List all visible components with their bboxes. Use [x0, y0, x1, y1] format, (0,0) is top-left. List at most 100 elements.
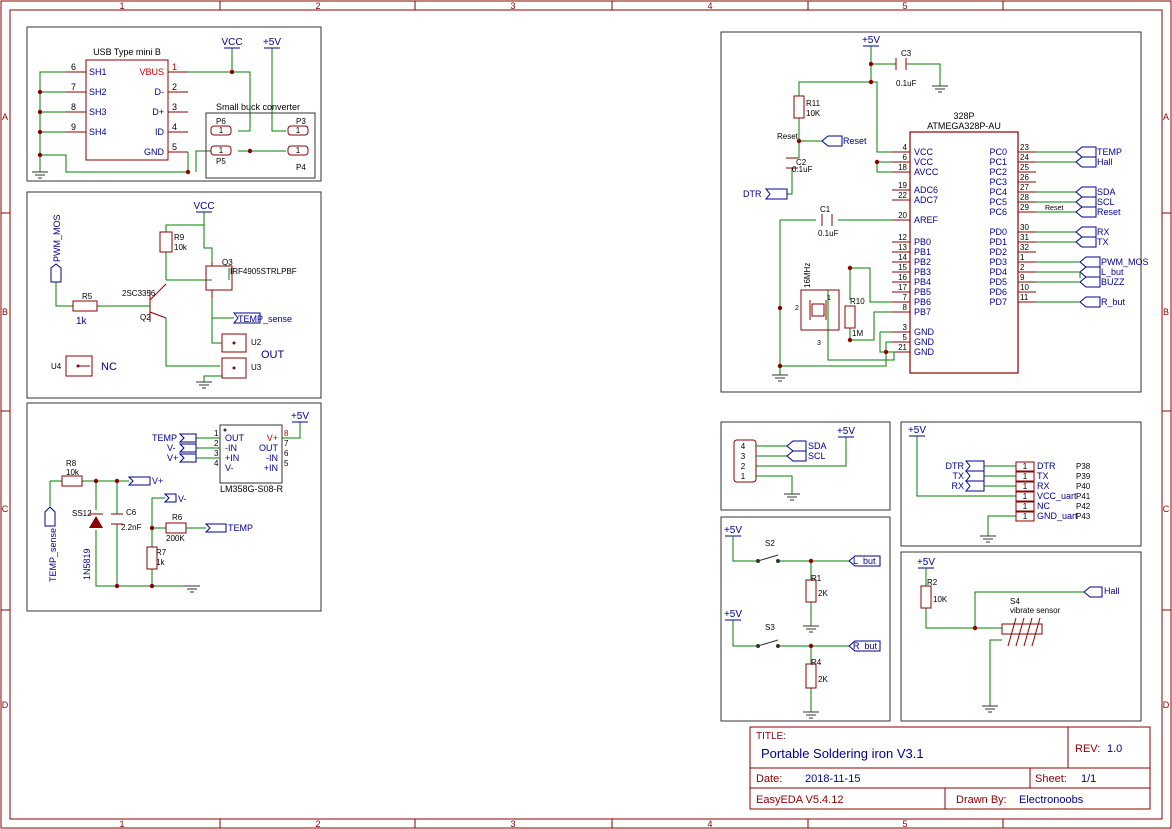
temp-out-flag: TEMP — [204, 523, 253, 533]
amp-pin-name: -IN — [266, 453, 278, 463]
r10-label: R10 — [850, 297, 865, 306]
net-flag — [1075, 206, 1097, 218]
c3-value: 0.1uF — [896, 79, 917, 88]
vcc-label: VCC — [193, 201, 214, 212]
mcu-part: ATMEGA328P-AU — [927, 121, 1001, 131]
drawn-value: Electronoobs — [1019, 794, 1084, 806]
mcu-pin-name: AREF — [914, 215, 939, 225]
power-5v-symbol: +5V — [724, 609, 742, 621]
vcc-symbol: VCC — [221, 37, 243, 49]
mcu-pin-name: PD7 — [989, 297, 1007, 307]
uart-flag — [964, 480, 985, 492]
q3-mosfet — [205, 262, 233, 298]
usb-pin-num: 7 — [71, 82, 76, 92]
i2c-pin: 3 — [741, 452, 746, 461]
col-label: 4 — [707, 819, 712, 829]
amp-pin-num: 5 — [284, 459, 289, 468]
net-flag-label: SDA — [1097, 187, 1116, 197]
power-5v-symbol: +5V — [917, 557, 935, 569]
mcu-pin-name: PB2 — [914, 257, 931, 267]
mcu-pin-name: PD3 — [989, 257, 1007, 267]
u3-connector — [221, 357, 247, 379]
usb-pin-name: SH4 — [89, 127, 107, 137]
net-flag — [1079, 276, 1101, 288]
reset-flag: Reset — [821, 135, 867, 147]
i2c-flags — [786, 440, 807, 462]
uart-pin-name: VCC_uart — [1037, 491, 1077, 501]
net-flag-label: TX — [1097, 237, 1109, 247]
row-label: B — [2, 307, 8, 317]
net-flag — [1075, 226, 1097, 238]
uart-part-label: P38 — [1076, 462, 1091, 471]
uart-flag — [964, 470, 985, 482]
rev-value: 1.0 — [1107, 743, 1122, 755]
temp-out-label: TEMP — [228, 523, 253, 533]
r5-label: R5 — [82, 292, 93, 301]
q2-label: Q2 — [140, 313, 151, 322]
out-label: OUT — [261, 349, 285, 361]
row-label: B — [1163, 307, 1169, 317]
hall-label: Hall — [1104, 586, 1120, 596]
uart-part-label: P43 — [1076, 512, 1091, 521]
mcu-pin-name: PC2 — [989, 167, 1007, 177]
sda-label: SDA — [808, 441, 827, 451]
r9-value: 10k — [174, 243, 188, 252]
mcu-pin-num: 5 — [903, 333, 908, 342]
reset-wire-label: Reset — [777, 132, 799, 141]
p6-label: P6 — [216, 117, 226, 126]
drawn-label: Drawn By: — [956, 794, 1007, 806]
vminus-net-label: V- — [178, 494, 187, 504]
amp-pin-name: OUT — [225, 433, 245, 443]
amp-pin-num: 1 — [214, 429, 219, 438]
mcu-pin-name: PC1 — [989, 157, 1007, 167]
mcu-pin-num: 9 — [1020, 273, 1025, 282]
crystal-pin: 3 — [817, 340, 821, 347]
mcu-pin-num: 18 — [898, 163, 907, 172]
net-flag-label: RX — [1097, 227, 1110, 237]
mcu-pin-name: PC6 — [989, 207, 1007, 217]
usb-pin-num: 4 — [172, 122, 177, 132]
ground-icon — [196, 381, 212, 389]
diode-value: 1N5819 — [82, 548, 92, 580]
r1-resistor — [805, 579, 817, 603]
mcu-pin-name: PB5 — [914, 287, 931, 297]
r9-resistor — [159, 231, 173, 253]
s2-label: S2 — [765, 539, 775, 548]
uart-flag — [964, 460, 985, 472]
net-flag-label: R_but — [1101, 297, 1126, 307]
col-label: 3 — [510, 819, 515, 829]
row-label: D — [2, 700, 9, 710]
q2-value: 2SC3356 — [122, 289, 156, 298]
r5-resistor — [72, 300, 98, 312]
p3-label: P3 — [296, 117, 306, 126]
u4-connector — [65, 355, 93, 377]
row-label: D — [1163, 700, 1170, 710]
amp-pin-name: V- — [225, 463, 234, 473]
vplus-net-label: V+ — [152, 476, 163, 486]
date-label: Date: — [756, 773, 782, 785]
mcu-pin-name: PD0 — [989, 227, 1007, 237]
usb-pin-num: 2 — [172, 82, 177, 92]
mcu-pin-num: 17 — [898, 283, 907, 292]
row-label: A — [2, 112, 8, 122]
r8-value: 10k — [66, 468, 80, 477]
mcu-pin-name: ADC7 — [914, 195, 938, 205]
scl-label: SCL — [808, 451, 826, 461]
r6-resistor — [165, 522, 187, 534]
driver-block: VCC R9 10k R5 1k PWM_MOS — [50, 201, 297, 389]
uart-flag-label: RX — [951, 481, 964, 491]
title-label: TITLE: — [756, 731, 786, 742]
r4-label: R4 — [811, 658, 822, 667]
net-flag — [1075, 156, 1097, 168]
col-label: 5 — [902, 1, 907, 11]
uart-pin-name: NC — [1037, 501, 1050, 511]
s4-label: S4 — [1010, 597, 1020, 606]
mcu-pin-num: 20 — [898, 211, 907, 220]
r2-value: 10K — [933, 595, 948, 604]
mcu-pin-num: 4 — [903, 143, 908, 152]
power-5v-symbol: +5V — [908, 425, 926, 437]
mcu-name: 328P — [953, 111, 974, 121]
row-label: C — [1163, 504, 1170, 514]
mcu-pin-name: VCC — [914, 147, 934, 157]
i2c-pin: 4 — [741, 442, 746, 451]
